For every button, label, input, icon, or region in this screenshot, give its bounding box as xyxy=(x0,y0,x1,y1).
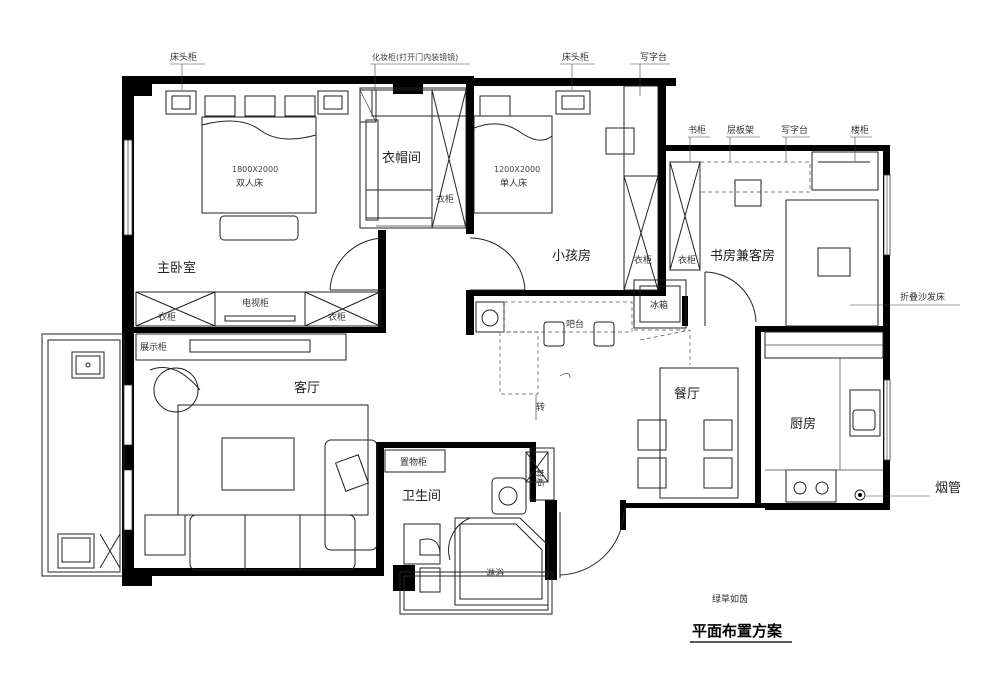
room-kids: 小孩房 xyxy=(552,248,591,264)
double-bed-label: 双人床 xyxy=(236,177,263,189)
callout-flue: 烟管 xyxy=(935,481,961,496)
room-study-guest: 书房兼客房 xyxy=(710,248,775,264)
callout-dresser: 化妆柜(打开门内装镜镜) xyxy=(372,52,458,62)
room-kitchen: 厨房 xyxy=(790,416,816,432)
tv-cabinet-label: 电视柜 xyxy=(242,297,269,309)
callout-bookcase: 书柜 xyxy=(688,124,706,136)
room-living: 客厅 xyxy=(294,380,320,396)
callout-desk-1: 写字台 xyxy=(640,51,667,63)
master-bedroom xyxy=(135,90,526,327)
windows xyxy=(123,139,891,531)
wardrobe-master-right-label: 衣柜 xyxy=(328,311,346,323)
plan-title: 平面布置方案 xyxy=(692,622,783,640)
callout-bedside-cabinet-2: 床头柜 xyxy=(562,51,589,63)
single-bed-label: 单人床 xyxy=(500,177,527,189)
kitchen xyxy=(764,331,884,503)
callout-desk-2: 写字台 xyxy=(781,124,808,136)
turn-label: 转 xyxy=(536,401,545,413)
shoe-cabinet-label: 鞋柜 xyxy=(533,469,545,487)
signature: 绿草如茵 xyxy=(712,593,748,605)
living-room xyxy=(57,333,378,571)
room-dining: 餐厅 xyxy=(674,386,700,402)
bar-counter-label: 吧台 xyxy=(566,318,584,330)
bathroom xyxy=(384,447,555,606)
callout-shelf: 层板架 xyxy=(727,124,754,136)
study-room xyxy=(669,151,879,327)
wardrobe-study-label: 衣柜 xyxy=(678,254,696,266)
wardrobe-cloak-label: 衣柜 xyxy=(436,193,454,205)
display-cabinet-label: 展示柜 xyxy=(140,341,167,353)
callout-folding-sofa-bed: 折叠沙发床 xyxy=(900,291,945,303)
kids-room xyxy=(473,85,659,291)
shower-label: 淋浴 xyxy=(486,567,504,579)
callout-wall-cabinet: 楼柜 xyxy=(851,124,869,136)
wardrobe-master-left-label: 衣柜 xyxy=(158,311,176,323)
storage-cabinet-label: 置物柜 xyxy=(400,456,427,468)
single-bed-size: 1200X2000 xyxy=(494,165,540,174)
room-master-bedroom: 主卧室 xyxy=(157,260,196,276)
callout-bedside-cabinet-1: 床头柜 xyxy=(170,51,197,63)
callout-leaders xyxy=(170,63,960,643)
cloakroom xyxy=(359,87,467,229)
double-bed-size: 1800X2000 xyxy=(232,165,278,174)
room-cloakroom: 衣帽间 xyxy=(382,150,421,166)
dining-area xyxy=(475,279,739,578)
fridge-label: 冰箱 xyxy=(650,299,668,311)
room-bathroom: 卫生间 xyxy=(402,489,441,504)
wardrobe-kids-label: 衣柜 xyxy=(634,254,652,266)
